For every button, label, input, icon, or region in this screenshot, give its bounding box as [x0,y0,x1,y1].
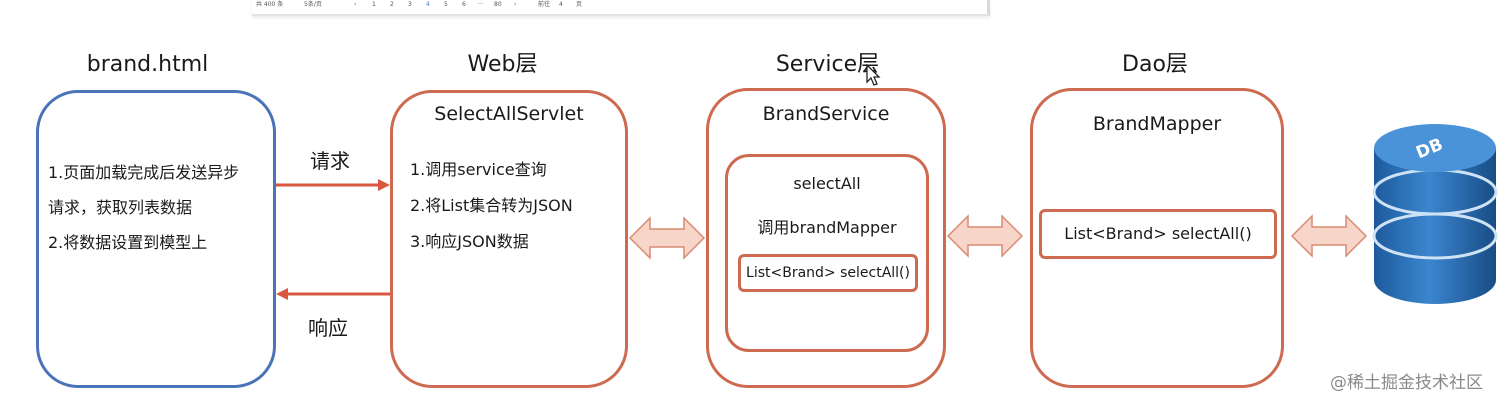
pager-ellipsis[interactable]: ··· [478,1,484,8]
pager-page-size[interactable]: 5条/页 [304,1,322,8]
pagination-bar: 共 400 条 5条/页 ‹ 1 2 3 4 5 6 ··· 80 › 前往 4… [252,0,990,16]
client-box [36,90,276,388]
service-method-name: selectAll [793,174,861,193]
web-layer-box [390,90,628,388]
database-icon [1372,124,1498,304]
pager-page[interactable]: 5 [444,1,448,8]
response-arrow-icon [276,288,392,300]
double-arrow-icon [946,214,1024,258]
pager-page[interactable]: 1 [372,1,376,8]
layer-title-web: Web层 [467,52,538,77]
layer-title-service: Service层 [775,52,880,77]
request-arrow-icon [276,179,390,191]
service-box-title: BrandService [762,103,890,125]
web-box-title: SelectAllServlet [434,103,584,125]
watermark: @稀土掘金技术社区 [1330,373,1483,393]
pager-next-button[interactable]: › [514,1,517,8]
pager-goto-suffix: 页 [576,1,583,8]
pager-page[interactable]: 6 [462,1,466,8]
layer-title-dao: Dao层 [1122,52,1188,77]
pager-goto-label: 前往 [538,1,551,8]
pager-page[interactable]: 2 [390,1,394,8]
response-label: 响应 [308,316,348,340]
double-arrow-icon [1290,214,1368,258]
mouse-cursor-icon [866,64,881,86]
select-all-method-box [725,154,929,352]
pager-goto-input[interactable]: 4 [559,1,563,8]
service-method-call: 调用brandMapper [757,218,897,237]
web-step-2: 2.将List集合转为JSON [410,196,573,215]
dao-signature-box: List<Brand> selectAll() [1039,209,1277,259]
dao-box-title: BrandMapper [1092,113,1222,135]
client-step-1b: 请求，获取列表数据 [48,198,193,217]
pager-page[interactable]: 3 [408,1,412,8]
pager-page[interactable]: 80 [494,1,502,8]
pager-page-current[interactable]: 4 [426,1,430,8]
pager-prev-button[interactable]: ‹ [354,1,357,8]
layer-title-client: brand.html [86,52,209,77]
client-step-2: 2.将数据设置到模型上 [48,233,208,252]
client-step-1a: 1.页面加载完成后发送异步 [48,163,240,182]
double-arrow-icon [628,216,706,260]
pager-total: 共 400 条 [256,1,284,8]
web-step-3: 3.响应JSON数据 [410,232,529,251]
request-label: 请求 [310,149,350,173]
service-signature-box: List<Brand> selectAll() [738,254,918,292]
web-step-1: 1.调用service查询 [410,160,547,179]
